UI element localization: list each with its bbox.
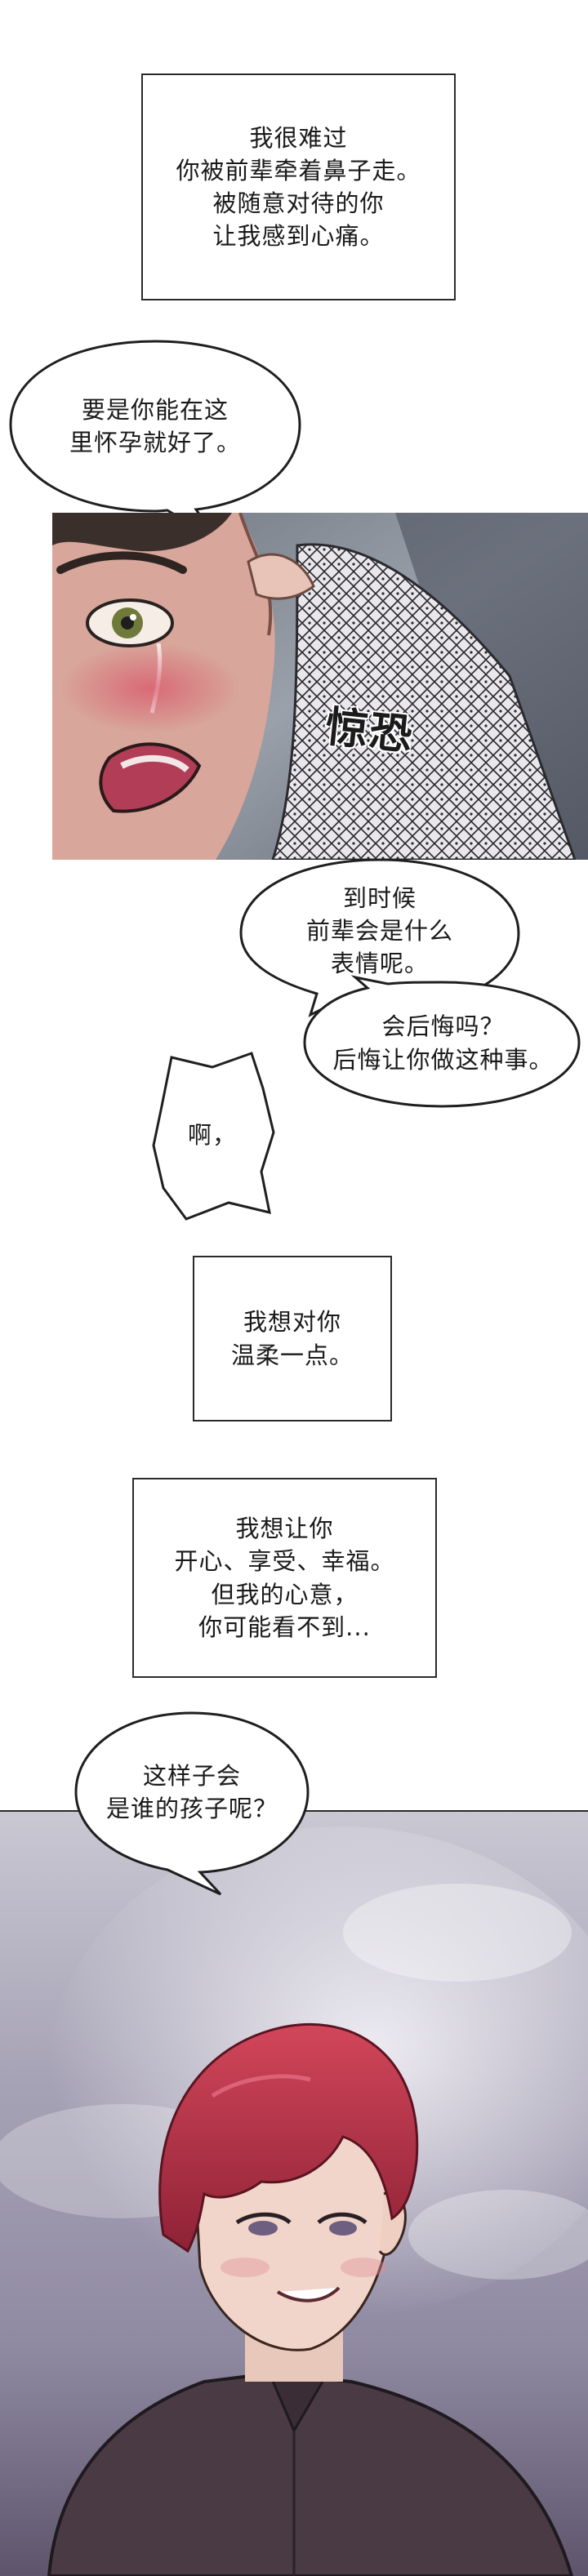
sound-effect-text: 惊恐 xyxy=(323,702,416,761)
caption-box-2: 我想对你 温柔一点。 xyxy=(193,1256,392,1421)
caption-box-1: 我很难过 你被前辈牵着鼻子走。 被随意对待的你 让我感到心痛。 xyxy=(141,73,456,300)
panel-illustration-1 xyxy=(52,513,588,860)
comic-panel-crying-face: 惊恐 xyxy=(52,513,588,860)
speech-bubble-1 xyxy=(9,340,301,542)
speech-bubble-3-text: 会后悔吗？ 后悔让你做这种事。 xyxy=(332,1012,554,1074)
speech-bubble-5-text: 这样子会 是谁的孩子呢？ xyxy=(105,1761,278,1822)
speech-bubble-1-text: 要是你能在这 里怀孕就好了。 xyxy=(69,395,241,456)
speech-bubble-2-text: 到时候 前辈会是什么 表情呢。 xyxy=(305,883,453,977)
panel-illustration-2 xyxy=(0,1810,588,2576)
speech-bubble-4 xyxy=(152,1052,275,1221)
speech-bubble-3 xyxy=(303,975,581,1108)
speech-bubble-4-text: 啊， xyxy=(187,1120,237,1149)
caption-text-3: 我想让你 开心、享受、幸福。 但我的心意， 你可能看不到... xyxy=(174,1515,395,1641)
caption-text-2: 我想对你 温柔一点。 xyxy=(230,1308,354,1369)
comic-panel-red-haired-man xyxy=(0,1810,588,2576)
caption-box-3: 我想让你 开心、享受、幸福。 但我的心意， 你可能看不到... xyxy=(132,1478,437,1678)
speech-bubble-5 xyxy=(74,1711,310,1896)
caption-text-1: 我很难过 你被前辈牵着鼻子走。 被随意对待的你 让我感到心痛。 xyxy=(176,123,421,251)
